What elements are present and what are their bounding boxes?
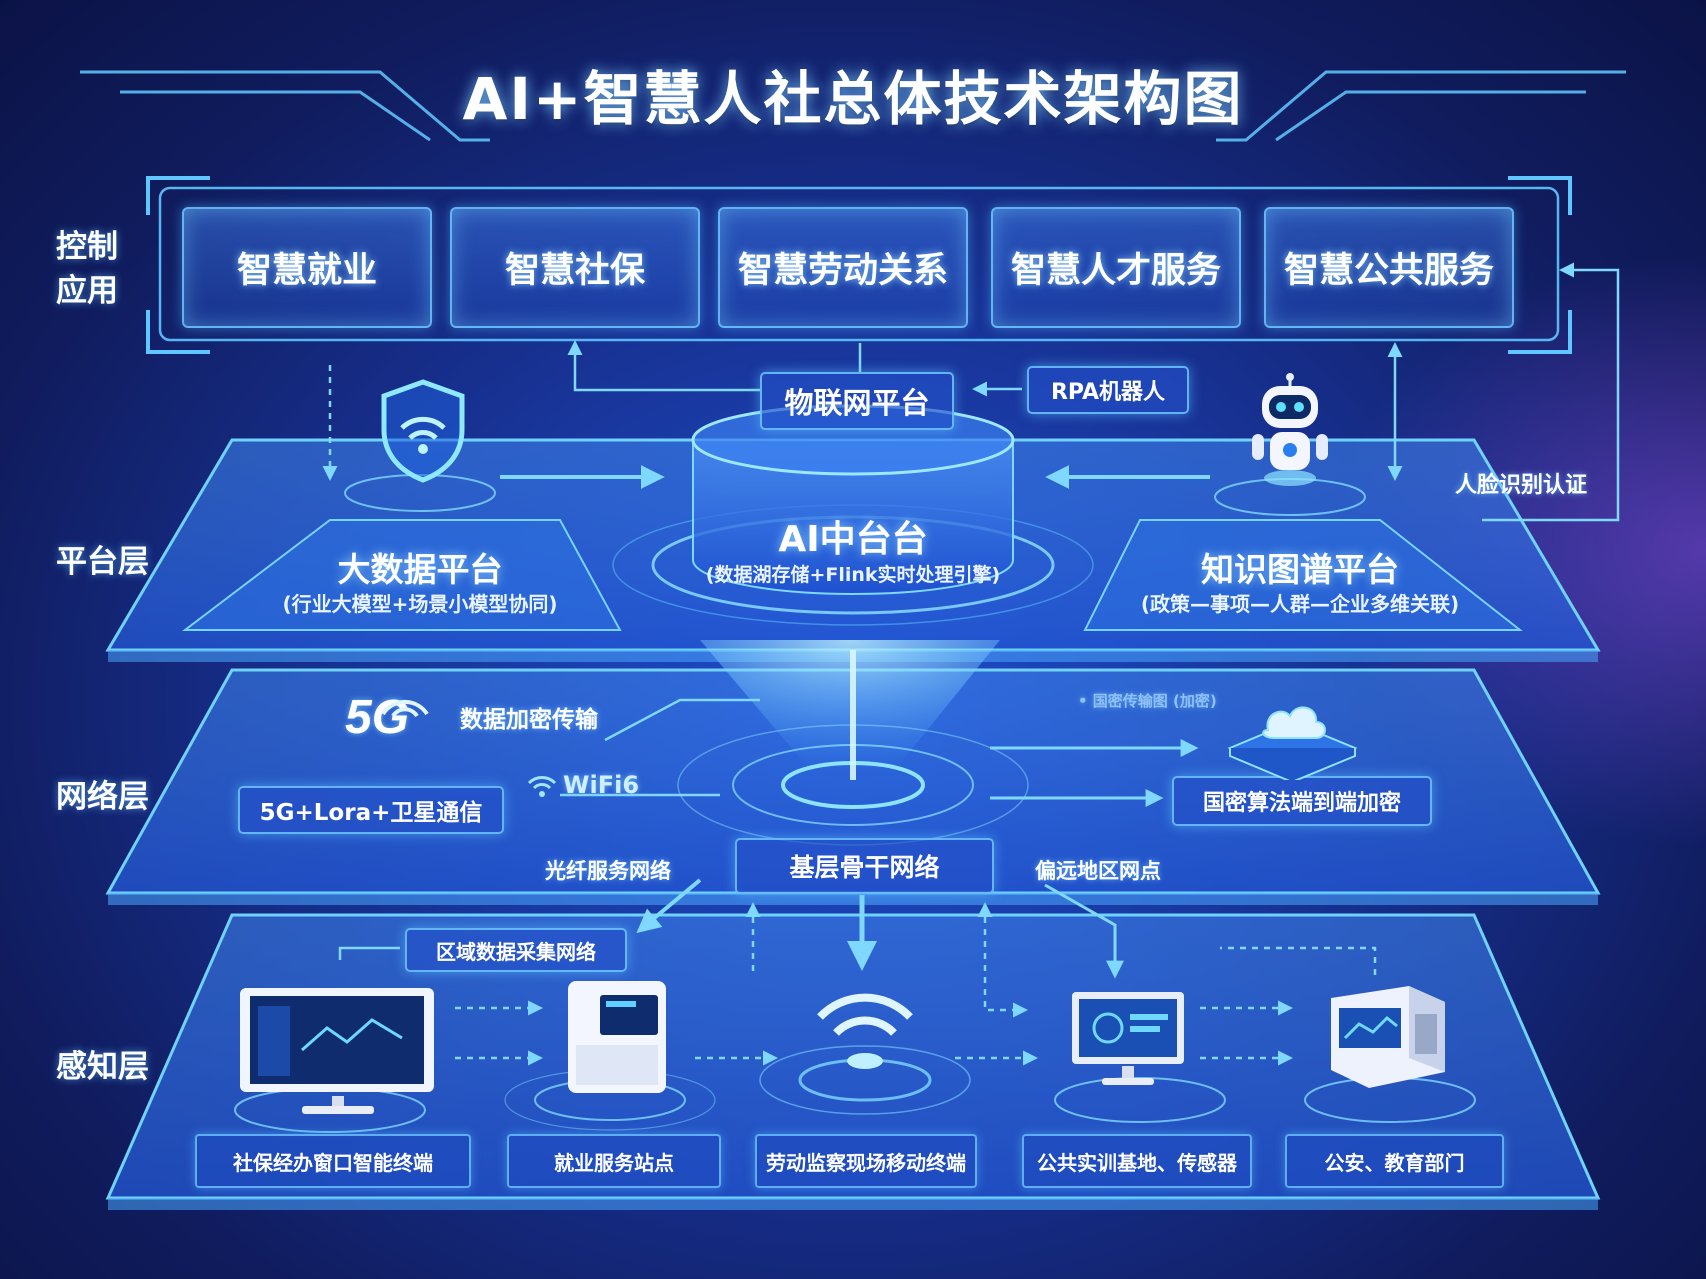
application-frame xyxy=(146,176,1572,354)
robot-icon xyxy=(1252,373,1328,486)
shield-wifi-icon xyxy=(381,379,465,483)
wifi-icon xyxy=(527,776,557,797)
monitor-icon xyxy=(240,988,434,1114)
desktop-icon xyxy=(1072,992,1184,1085)
wifi-signal-icon xyxy=(817,993,913,1069)
app-smart-talent-service[interactable]: 智慧人才服务 xyxy=(991,207,1241,328)
bigdata-platform-title[interactable]: 大数据平台 xyxy=(337,550,503,589)
terminal-training-base-sensor[interactable]: 公共实训基地、传感器 xyxy=(1022,1134,1252,1188)
optical-network-label: 光纤服务网络 xyxy=(545,859,671,883)
app-smart-employment[interactable]: 智慧就业 xyxy=(182,207,432,328)
knowledge-graph-title[interactable]: 知识图谱平台 xyxy=(1201,550,1399,589)
data-encryption-label: 数据加密传输 xyxy=(460,707,598,733)
knowledge-graph-subtitle: (政策—事项—人群—企业多维关联) xyxy=(1140,592,1460,616)
faint-network-label: • 国密传输图 (加密) xyxy=(1078,692,1217,710)
fiveg-lora-satellite-tag[interactable]: 5G+Lora+卫星通信 xyxy=(238,786,504,834)
rpa-robot-tag[interactable]: RPA机器人 xyxy=(1027,366,1189,414)
ai-center-title[interactable]: AI中台台 xyxy=(778,519,928,560)
app-smart-public-service[interactable]: 智慧公共服务 xyxy=(1264,207,1514,328)
layer-label-application: 控制 应用 xyxy=(56,229,118,309)
regional-collection-tag[interactable]: 区域数据采集网络 xyxy=(405,928,627,972)
remote-area-label: 偏远地区网点 xyxy=(1035,859,1161,883)
layer-label-platform: 平台层 xyxy=(56,544,149,580)
layer-label-network: 网络层 xyxy=(56,779,149,815)
cloud-server-icon xyxy=(1227,706,1358,780)
terminal-labor-inspection[interactable]: 劳动监察现场移动终端 xyxy=(755,1134,977,1188)
app-smart-labor-relations[interactable]: 智慧劳动关系 xyxy=(718,207,968,328)
iot-platform-tag[interactable]: 物联网平台 xyxy=(760,372,954,430)
grassroots-backbone-tag[interactable]: 基层骨干网络 xyxy=(735,838,994,894)
server-icon xyxy=(1331,986,1445,1088)
terminal-social-security-window[interactable]: 社保经办窗口智能终端 xyxy=(195,1134,471,1188)
face-recognition-label: 人脸识别认证 xyxy=(1455,473,1588,498)
ai-center-subtitle: (数据湖存储+Flink实时处理引擎) xyxy=(705,564,1001,586)
fiveg-signal-icon xyxy=(381,699,429,718)
sm-encryption-tag[interactable]: 国密算法端到端加密 xyxy=(1172,776,1432,826)
bigdata-platform-subtitle: (行业大模型+场景小模型协同) xyxy=(282,592,558,616)
title-decoration xyxy=(80,70,1626,142)
kiosk-icon xyxy=(568,981,666,1093)
app-smart-social-security[interactable]: 智慧社保 xyxy=(450,207,700,328)
layer-label-perception: 感知层 xyxy=(56,1049,149,1085)
terminal-police-education[interactable]: 公安、教育部门 xyxy=(1285,1134,1504,1188)
terminal-employment-station[interactable]: 就业服务站点 xyxy=(507,1134,721,1188)
wifi6-label: WiFi6 xyxy=(563,771,640,799)
fiveg-logo: 5G xyxy=(345,691,410,744)
page-title: AI+智慧人社总体技术架构图 xyxy=(462,65,1244,133)
